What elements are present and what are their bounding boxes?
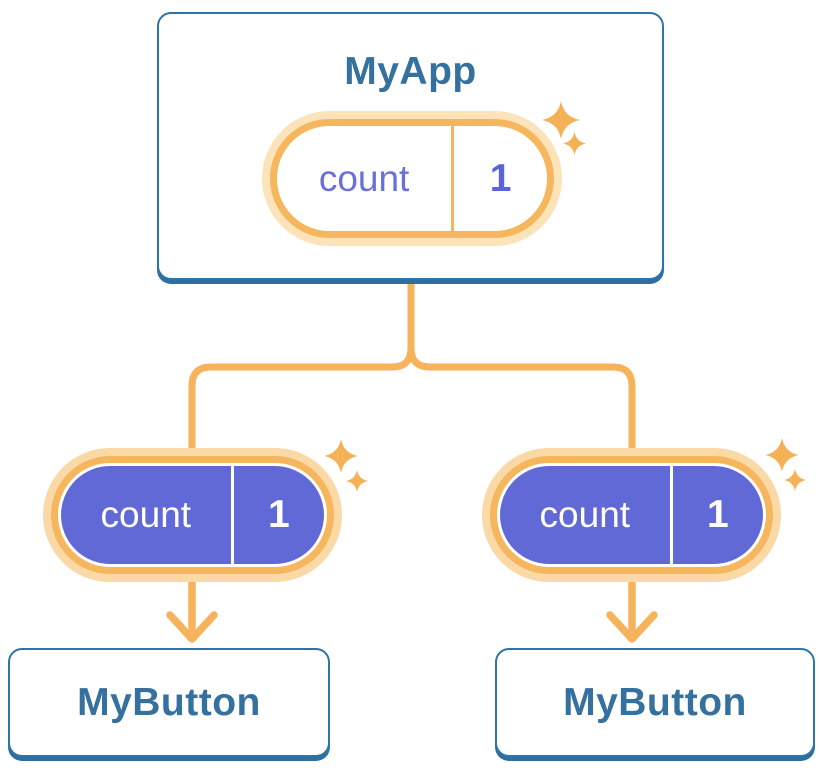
arrow-left-head [166, 611, 218, 643]
connector-left-branch [188, 280, 415, 456]
state-name-label: count [277, 126, 455, 231]
prop-value-label: 1 [706, 493, 729, 536]
prop-name-label: count [500, 466, 673, 564]
right-prop-pill: count 1 [497, 463, 766, 567]
sparkle-icon [765, 438, 799, 472]
mybutton-card-left: MyButton [8, 648, 330, 757]
myapp-title: MyApp [344, 50, 477, 93]
left-prop-pill: count 1 [58, 463, 327, 567]
mybutton-title: MyButton [563, 680, 747, 724]
mybutton-title: MyButton [77, 680, 261, 724]
prop-value-label: 1 [267, 493, 290, 536]
myapp-state-pill: count 1 [270, 119, 554, 238]
sparkle-icon [563, 132, 586, 155]
prop-name-label: count [61, 466, 234, 564]
sparkle-icon [324, 439, 358, 473]
sparkle-icon [784, 469, 806, 491]
state-value-label: 1 [489, 156, 512, 200]
mybutton-card-right: MyButton [495, 648, 815, 757]
sparkle-icon [542, 101, 580, 139]
connector-right-branch [407, 280, 636, 456]
arrow-right-head [606, 611, 658, 643]
sparkle-icon [346, 470, 368, 492]
